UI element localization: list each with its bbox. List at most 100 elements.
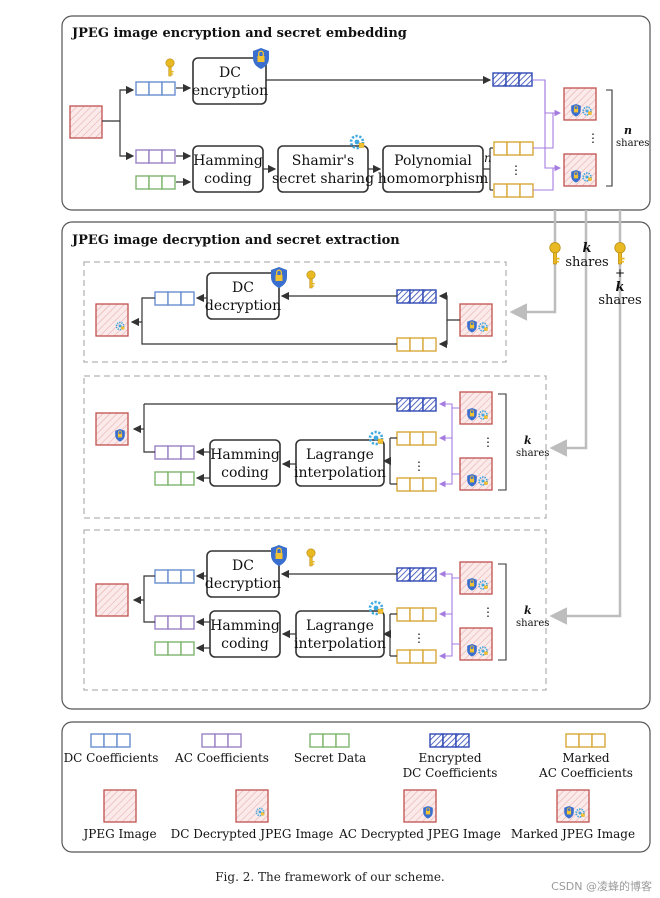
embed-ac-coefficients [135,149,176,164]
dots-c-coefs: ⋮ [413,631,425,645]
polynomial-label-2: homomorphism [378,171,488,187]
shamir-label-1: Shamir's [292,153,354,169]
legend-marked-ac-2: AC Coefficients [538,766,633,780]
marked-ac-coefficients-a [396,337,437,352]
n-shares-label: shares [616,138,649,149]
legend-secret-data: Secret Data [294,751,366,765]
marked-jpeg-image-c1 [460,562,492,594]
shares-label-c: shares [516,618,549,629]
legend-ac-coefficients-swatch [201,733,242,748]
hamming-b-label-2: coding [221,465,269,481]
encrypted-dc-coefficients-b [396,397,437,412]
legend-panel [61,721,651,853]
secret-data-b [154,471,195,486]
legend-ac-decrypted-swatch [404,790,436,822]
figure-caption: Fig. 2. The framework of our scheme. [215,870,445,884]
dots-b-coefs: ⋮ [413,459,425,473]
marked-ac-coefficients-c1 [396,607,437,622]
dots-embed: ⋮ [510,163,522,177]
marked-ac-coefficients-b1 [396,431,437,446]
n-label: n [484,151,492,165]
legend-ac-decrypted: AC Decrypted JPEG Image [338,827,501,841]
marked-ac-coefficients-c2 [396,649,437,664]
legend-encrypted-dc-2: DC Coefficients [403,766,498,780]
encrypted-dc-coefficients [492,72,533,87]
dc-decrypted-jpeg-image-a [96,304,128,336]
extract-title: JPEG image decryption and secret extract… [71,233,400,248]
plus-label: + [615,266,625,280]
legend-jpeg-image: JPEG Image [81,827,156,841]
ac-coefficients-b [154,445,195,460]
marked-jpeg-image-c2 [460,628,492,660]
embed-secret-data [135,175,176,190]
hamming-b-label-1: Hamming [210,447,280,463]
subpanel-ac-decryption [83,375,547,519]
marked-jpeg-image-n [564,154,596,186]
dc-decryption-c-label-2: decryption [205,576,281,592]
source-jpeg-image [69,105,103,139]
legend-jpeg-image-swatch [103,789,137,823]
marked-ac-coefficients-n [493,183,534,198]
k-label-b: k [524,434,532,447]
legend-encrypted-dc-1: Encrypted [418,751,481,765]
legend-dc-coefficients-swatch [90,733,131,748]
dc-decryption-box-a [206,272,280,320]
dc-coefficients-a [154,291,195,306]
watermark: CSDN @凌蜂的博客 [551,880,652,893]
legend-encrypted-dc-swatch [429,733,470,748]
ac-coefficients-c [154,615,195,630]
subpanel-full-decryption [83,529,547,691]
dc-decryption-a-label-1: DC [232,280,254,296]
jpeg-image-c [95,583,129,617]
polynomial-label-1: Polynomial [394,153,472,169]
secret-data-c [154,641,195,656]
legend-secret-data-swatch [309,733,350,748]
k-label-2: k [615,280,624,295]
k-label-1: k [582,241,591,256]
subpanel-dc-decryption [83,261,507,363]
legend-marked-jpeg-swatch [557,790,589,822]
dc-coefficients-c [154,569,195,584]
ac-decrypted-jpeg-image-b [96,413,128,445]
dc-decryption-c-label-1: DC [232,558,254,574]
encrypted-dc-coefficients-c [396,567,437,582]
lagrange-c-label-2: interpolation [294,636,386,652]
shares-label-2: shares [598,293,641,308]
dots-c-images: ⋮ [482,605,494,619]
hamming-label-2: coding [204,171,252,187]
marked-jpeg-image-a [460,304,492,336]
legend-dc-decrypted: DC Decrypted JPEG Image [171,827,334,841]
marked-ac-coefficients-1 [493,141,534,156]
embed-title: JPEG image encryption and secret embeddi… [71,26,407,41]
dc-decryption-box-c [206,550,280,598]
dc-encryption-label-2: encryption [192,83,268,99]
dc-decryption-a-label-2: decryption [205,298,281,314]
encrypted-dc-coefficients-a [396,289,437,304]
n-shares-count: n [624,124,632,137]
embed-dc-coefficients [135,81,176,96]
hamming-coding-box-b [209,439,281,487]
lagrange-b-label-1: Lagrange [306,447,374,463]
legend-dc-decrypted-swatch [236,790,268,822]
dots-b-images: ⋮ [482,435,494,449]
legend-marked-jpeg: Marked JPEG Image [511,827,635,841]
lagrange-c-label-1: Lagrange [306,618,374,634]
lagrange-b-label-2: interpolation [294,465,386,481]
marked-jpeg-image-1 [564,88,596,120]
dots-marked: ⋮ [587,131,599,145]
dc-encryption-box [192,57,267,105]
marked-jpeg-image-b2 [460,458,492,490]
shares-label-1: shares [565,255,608,270]
hamming-label-1: Hamming [193,153,263,169]
legend-dc-coefficients: DC Coefficients [64,751,159,765]
hamming-c-label-2: coding [221,636,269,652]
marked-jpeg-image-b1 [460,392,492,424]
dc-encryption-label-1: DC [219,65,241,81]
hamming-c-label-1: Hamming [210,618,280,634]
lagrange-interpolation-box-b [295,439,385,487]
legend-ac-coefficients: AC Coefficients [174,751,269,765]
hamming-coding-box-c [209,610,281,658]
shares-label-b: shares [516,448,549,459]
shamir-label-2: secret sharing [272,171,374,187]
